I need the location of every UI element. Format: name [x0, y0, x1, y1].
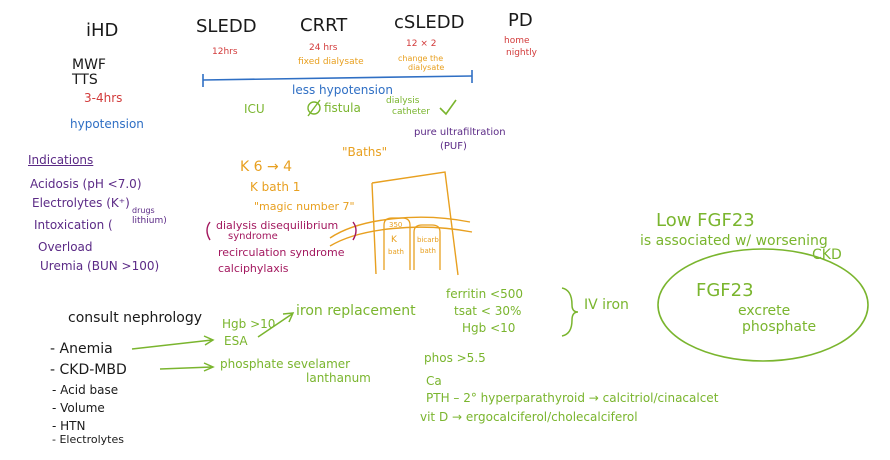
magic-number: "magic number 7" — [254, 200, 355, 213]
crrt-duration: 24 hrs — [309, 43, 338, 53]
ihd-title: iHD — [86, 20, 119, 41]
iron-criteria-brace — [561, 287, 579, 337]
pd-note-1: home — [504, 36, 530, 46]
bath-2-a: bicarb — [417, 236, 439, 244]
ihd-schedule: MWF — [72, 57, 106, 73]
iv-iron: IV iron — [584, 297, 629, 313]
bath-1-a: 350 — [389, 221, 403, 229]
baths-label: "Baths" — [342, 145, 388, 159]
indication-acidosis: Acidosis (pH <7.0) — [30, 177, 142, 191]
sledd-duration: 12hrs — [212, 47, 238, 57]
iron-arrow — [257, 313, 293, 338]
catheter-label: catheter — [392, 107, 430, 117]
crrt-note: fixed dialysate — [298, 57, 364, 67]
pth-line: PTH – 2° hyperparathyroid → calcitriol/c… — [426, 391, 719, 405]
ihd-schedule-2: TTS — [72, 72, 98, 88]
consult-electrolytes: - Electrolytes — [52, 433, 124, 446]
indication-uremia: Uremia (BUN >100) — [40, 259, 160, 273]
indication-electrolytes: Electrolytes (K⁺) — [32, 196, 130, 210]
puf-label-1: pure ultrafiltration — [414, 127, 506, 138]
fgf23-excrete: excrete — [738, 303, 791, 319]
bath-1-c: bath — [388, 248, 404, 256]
csledd-title: cSLEDD — [394, 12, 465, 33]
indication-lithium: lithium) — [132, 216, 167, 226]
crrt-title: CRRT — [300, 15, 348, 36]
fgf23-circle-title: FGF23 — [696, 280, 754, 301]
csledd-note-1: change the — [398, 54, 444, 63]
calcium: Ca — [426, 374, 442, 388]
ihd-duration: 3-4hrs — [84, 91, 123, 105]
phos-threshold: phos >5.5 — [424, 351, 486, 365]
k-bath: K bath 1 — [250, 180, 301, 194]
ferritin: ferritin <500 — [446, 287, 524, 301]
no-symbol-slash — [307, 99, 321, 117]
puf-label-2: (PUF) — [440, 141, 467, 152]
consult-anemia: - Anemia — [50, 341, 113, 357]
disequilibrium-1: dialysis disequilibrium — [216, 219, 339, 232]
bath-1-b: K — [391, 235, 397, 245]
esa-label: ESA — [224, 334, 248, 348]
recirculation: recirculation syndrome — [218, 246, 345, 259]
tsat: tsat < 30% — [454, 304, 522, 318]
vit-d-line: vit D → ergocalciferol/cholecalciferol — [420, 410, 638, 424]
consult-htn: - HTN — [52, 419, 86, 433]
phosphate-binders: phosphate sevelamer — [220, 357, 351, 371]
hgb-target: Hgb >10 — [222, 317, 276, 331]
hgb-threshold: Hgb <10 — [462, 321, 516, 335]
fistula-label: fistula — [324, 101, 361, 115]
no-symbol-circle — [307, 101, 321, 115]
indications-title: Indications — [28, 153, 94, 167]
bath-k-container — [383, 217, 411, 270]
fgf23-phosphate: phosphate — [742, 319, 817, 335]
pd-note-2: nightly — [506, 48, 537, 58]
low-fgf23: Low FGF23 — [656, 210, 755, 231]
bath-bicarb-container — [413, 224, 441, 270]
less-hypotension: less hypotension — [292, 83, 393, 97]
consult-ckd-mbd: - CKD-MBD — [50, 362, 127, 378]
anemia-arrow — [131, 339, 213, 350]
disequilibrium-2: syndrome — [228, 231, 278, 242]
bath-2-b: bath — [420, 247, 436, 255]
check-mark — [439, 99, 457, 116]
sledd-title: SLEDD — [196, 16, 257, 37]
timeline-line — [202, 75, 473, 81]
indication-intoxication: Intoxication ( — [34, 218, 113, 232]
k-line: K 6 → 4 — [240, 159, 293, 175]
bath-line-1 — [329, 216, 471, 239]
ihd-note: hypotension — [70, 117, 144, 131]
indication-overload: Overload — [38, 240, 93, 254]
icu-label: ICU — [244, 102, 265, 116]
indication-drugs: drugs — [132, 206, 155, 215]
diseq-close-paren — [352, 221, 357, 241]
csledd-note-2: dialysate — [408, 63, 445, 72]
bath-tank — [371, 171, 459, 276]
csledd-duration: 12 × 2 — [406, 39, 437, 49]
calciphylaxis: calciphylaxis — [218, 262, 289, 275]
mbd-arrow — [159, 366, 213, 370]
lanthanum: lanthanum — [306, 371, 371, 385]
fgf23-association: is associated w/ worsening — [640, 233, 828, 249]
fgf23-circle — [657, 248, 869, 362]
iron-replacement: iron replacement — [296, 303, 416, 319]
fgf23-ckd: CKD — [812, 247, 842, 263]
pd-title: PD — [508, 10, 533, 31]
dialysis-label: dialysis — [386, 96, 420, 106]
consult-title: consult nephrology — [68, 310, 203, 326]
diseq-open-paren — [206, 221, 211, 241]
bath-line-2 — [329, 226, 473, 247]
consult-acid-base: - Acid base — [52, 383, 119, 397]
consult-volume: - Volume — [52, 401, 105, 415]
